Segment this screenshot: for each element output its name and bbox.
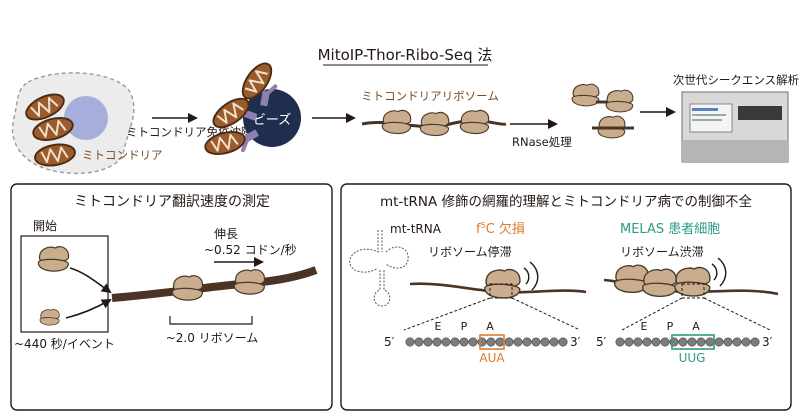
three-prime-label: 3′ bbox=[762, 335, 773, 349]
ribosome-icon bbox=[674, 266, 711, 297]
stall-signal-icon bbox=[523, 261, 539, 291]
site-e-label: E bbox=[641, 320, 648, 333]
codon-bead-chain bbox=[405, 337, 568, 347]
ribosome-icon bbox=[459, 109, 490, 135]
nucleus bbox=[64, 96, 108, 140]
elongating-mrna bbox=[111, 266, 318, 302]
jam-signal-icon bbox=[711, 257, 727, 287]
ngs-label: 次世代シークエンス解析 bbox=[673, 73, 799, 87]
right-panel-frame bbox=[340, 183, 792, 411]
mitoribosome-label: ミトコンドリアリボソーム bbox=[361, 89, 499, 103]
ribosome-icon bbox=[233, 268, 266, 295]
sequencer-screen-bar bbox=[692, 114, 726, 116]
five-prime-label: 5′ bbox=[596, 335, 607, 349]
zoom-line bbox=[403, 297, 491, 331]
ribosome-icon bbox=[171, 274, 204, 301]
sequencer-screen-bar bbox=[692, 119, 722, 121]
ribosome-icon bbox=[641, 268, 677, 298]
site-a-label: A bbox=[486, 320, 494, 333]
site-a-label: A bbox=[692, 320, 700, 333]
spacing-bracket bbox=[169, 316, 253, 325]
beads bbox=[243, 89, 301, 147]
stall-site-box bbox=[489, 283, 513, 299]
site-p-label: P bbox=[667, 320, 674, 333]
five-prime-label: 5′ bbox=[384, 335, 395, 349]
sequencer-bay bbox=[738, 106, 782, 120]
initiation-arrow bbox=[69, 267, 112, 294]
site-p-label: P bbox=[461, 320, 468, 333]
ribosome-small-subunit-icon bbox=[39, 308, 60, 326]
sequencer-base bbox=[682, 140, 788, 162]
ribosome-icon bbox=[571, 83, 600, 107]
ribosome-icon bbox=[419, 111, 450, 137]
elongation-rate: ~0.52 コドン/秒 bbox=[204, 243, 297, 257]
zoom-line bbox=[511, 297, 581, 331]
left-panel-title: ミトコンドリア翻訳速度の測定 bbox=[74, 194, 270, 210]
f5c-deficiency-label: f5C 欠損 bbox=[476, 221, 525, 237]
site-e-label: E bbox=[435, 320, 442, 333]
codon-aua: AUA bbox=[479, 351, 505, 365]
melas-label: MELAS 患者細胞 bbox=[620, 222, 720, 237]
codon-highlight-auA bbox=[479, 334, 505, 350]
zoom-line bbox=[703, 297, 771, 331]
codon-highlight-uug bbox=[671, 334, 715, 350]
beads-label: ビーズ bbox=[253, 112, 291, 128]
ribosome-icon bbox=[381, 109, 412, 135]
zoom-line bbox=[621, 297, 683, 331]
rnase-label: RNase処理 bbox=[512, 135, 572, 149]
ribosome-icon bbox=[37, 246, 70, 272]
trna-label: mt-tRNA bbox=[390, 222, 442, 236]
initiation-arrow bbox=[65, 299, 112, 319]
start-label: 開始 bbox=[33, 219, 57, 233]
method-title: MitoIP-Thor-Ribo-Seq 法 bbox=[318, 46, 493, 64]
ribosome-icon bbox=[605, 89, 634, 113]
jam-site-box bbox=[681, 283, 705, 299]
left-panel-frame bbox=[10, 183, 333, 411]
mitochondria-label: ミトコンドリア bbox=[82, 148, 163, 162]
ribosome-stall-label: リボソーム停滞 bbox=[428, 244, 512, 259]
initiation-rate: ~440 秒/イベント bbox=[14, 337, 115, 351]
trna-cloverleaf-icon bbox=[349, 230, 409, 307]
elongation-label: 伸長 bbox=[214, 227, 238, 241]
codon-uug: UUG bbox=[679, 351, 706, 365]
sequencer-screen-bar bbox=[692, 108, 718, 111]
three-prime-label: 3′ bbox=[570, 335, 581, 349]
ribosome-jam-label: リボソーム渋滞 bbox=[620, 245, 704, 259]
right-panel-title: mt-tRNA 修飾の網羅的理解とミトコンドリア病での制御不全 bbox=[380, 193, 753, 210]
codon-bead-chain bbox=[615, 337, 760, 347]
ribosome-spacing: ~2.0 リボソーム bbox=[166, 331, 259, 345]
